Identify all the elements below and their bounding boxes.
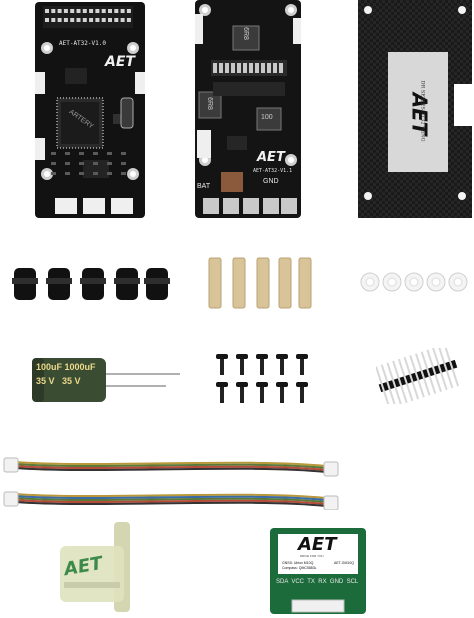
flight-controller-board: AET-AT32-V1.0 AET ARTERY	[35, 2, 145, 218]
inductor-3-label: 100	[261, 114, 273, 121]
gps-compass-label: Compass: QMC5883L	[282, 566, 317, 570]
inductor-2-label: 6R8	[205, 97, 213, 110]
pin-header-strip	[376, 348, 460, 404]
capacitor-rating: 100uF 1000uF	[36, 362, 96, 372]
rubber-dampers	[10, 264, 170, 304]
gps-module: AET DRIVE FOR YOU GNSS: Ublox M10Q AET-G…	[270, 528, 366, 614]
nylon-washers	[358, 268, 470, 296]
capacitor-voltage: 35 V 35 V	[36, 376, 81, 386]
gps-model-label: AET-GM10Q	[334, 561, 355, 565]
cover-series-text: DR SERIES AT32 WING	[419, 80, 426, 142]
pdb-board-label: AET-AT32-V1.1	[253, 168, 293, 174]
fc-board-label: AET-AT32-V1.0	[59, 40, 106, 47]
fc-logo: AET	[105, 54, 135, 70]
gps-pin-labels: SDA VCC TX RX GND SCL	[276, 579, 359, 585]
gps-logo: AET	[298, 534, 337, 555]
gps-gnss-label: GNSS: Ublox M10Q	[282, 561, 314, 565]
brass-standoffs	[205, 256, 315, 310]
inductor-1-label: 6R8	[241, 27, 249, 40]
power-distribution-board: 6R8 6R8 100 AET AET-AT32-V1.1 GND BAT	[195, 0, 301, 218]
antenna-mount: AET	[56, 520, 138, 614]
connector-cables	[2, 454, 342, 510]
carbon-cover-plate: AET DR SERIES AT32 WING	[358, 0, 472, 218]
electrolytic-capacitor: 100uF 1000uF 35 V 35 V	[30, 356, 184, 404]
gps-tagline: DRIVE FOR YOU	[300, 554, 324, 558]
pdb-logo: AET	[257, 150, 285, 165]
pdb-bat-label: BAT	[197, 183, 211, 190]
pdb-gnd-label: GND	[263, 178, 279, 185]
mounting-screws	[216, 350, 312, 406]
